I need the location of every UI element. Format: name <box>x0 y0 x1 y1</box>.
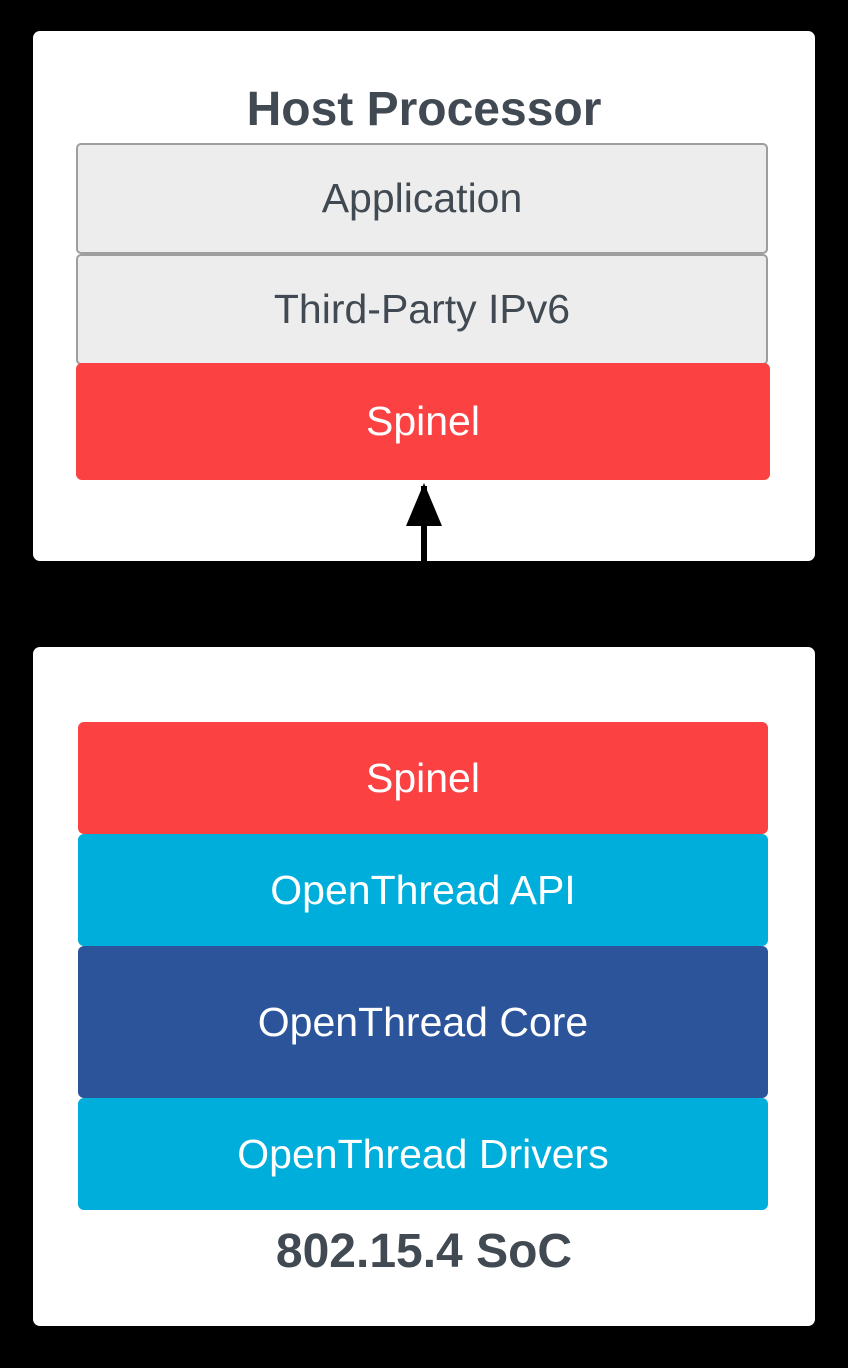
layer-soc-spinel: Spinel <box>78 722 768 834</box>
layer-host-spinel: Spinel <box>76 363 770 480</box>
soc-panel-title: 802.15.4 SoC <box>275 1225 573 1278</box>
layer-application-label: Application <box>321 175 523 221</box>
layer-openthread-api-label: OpenThread API <box>270 866 576 913</box>
layer-soc-spinel-label: Spinel <box>366 754 480 801</box>
layer-application: Application <box>76 143 768 254</box>
layer-third-party-ipv6: Third-Party IPv6 <box>76 254 768 365</box>
layer-third-party-ipv6-label: Third-Party IPv6 <box>273 286 571 332</box>
layer-openthread-drivers-label: OpenThread Drivers <box>237 1130 609 1177</box>
layer-host-spinel-label: Spinel <box>366 398 480 444</box>
layer-openthread-core: OpenThread Core <box>78 946 768 1098</box>
host-processor-title: Host Processor <box>246 83 602 136</box>
layer-openthread-api: OpenThread API <box>78 834 768 946</box>
layer-openthread-drivers: OpenThread Drivers <box>78 1098 768 1210</box>
layer-openthread-core-label: OpenThread Core <box>257 998 589 1045</box>
